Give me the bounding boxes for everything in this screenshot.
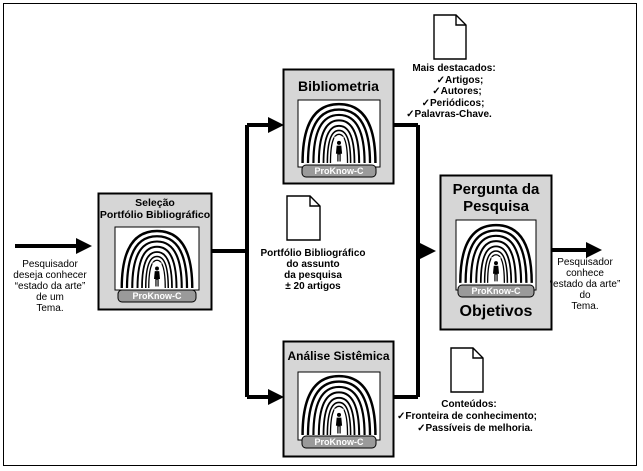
destacados-item: ✓Artigos; — [436, 74, 484, 86]
start-line: Tema. — [36, 303, 64, 314]
proknow-label-analise: ProKnow-C — [314, 437, 364, 447]
bibliometria-title: Bibliometria — [298, 78, 379, 94]
end-line: “estado da arte” — [549, 279, 621, 290]
pergunta-title-line: Pergunta da — [452, 181, 540, 198]
tunnel-image-bibliometria — [300, 101, 378, 163]
proknow-badge-bibliometria — [301, 164, 377, 178]
box-bibliometria — [282, 68, 395, 185]
box-pergunta — [439, 174, 553, 331]
pergunta-title-line: Pesquisa — [463, 198, 529, 215]
conteudos-heading: Conteúdos: — [441, 399, 497, 410]
document-icon-conteudos — [450, 347, 484, 393]
connector-lines — [15, 117, 602, 405]
end-line: Pesquisador — [557, 257, 613, 268]
conteudos-list: Conteúdos: ✓Fronteira de conhecimento; ✓… — [394, 399, 544, 435]
end-description: Pesquisador conhece “estado da arte” do … — [543, 257, 627, 312]
pergunta-footer: Objetivos — [459, 303, 533, 320]
proknow-label-pergunta: ProKnow-C — [471, 286, 521, 296]
start-description: Pesquisador deseja conhecer “estado da a… — [10, 259, 90, 314]
proknow-badge-analise — [301, 435, 377, 449]
destacados-list: Mais destacados: ✓Artigos; ✓Autores; ✓Pe… — [392, 63, 516, 121]
analise-title: Análise Sistêmica — [287, 349, 390, 363]
selecao-title: Seleção Portfólio Bibliográfico — [98, 197, 212, 221]
proknow-badge-pergunta — [457, 284, 535, 298]
portfolio-line: Portfólio Bibliográfico — [260, 248, 366, 259]
diagram-frame — [3, 3, 637, 466]
proknow-label-bibliometria: ProKnow-C — [314, 166, 364, 176]
portfolio-description: Portfólio Bibliográfico do assunto da pe… — [249, 248, 377, 292]
destacados-item: ✓Periódicos; — [421, 97, 485, 109]
end-line: Tema. — [571, 301, 599, 312]
selecao-title-line: Portfólio Bibliográfico — [99, 209, 211, 221]
portfolio-line: ± 20 artigos — [285, 281, 341, 292]
pergunta-title: Pergunta da Pesquisa — [440, 181, 552, 215]
portfolio-line: da pesquisa — [284, 270, 342, 281]
tunnel-image-analise — [300, 373, 378, 435]
start-line: deseja conhecer — [13, 270, 87, 281]
start-line: Pesquisador — [22, 259, 78, 270]
tunnel-image-selecao — [118, 228, 196, 288]
start-line: “estado da arte” — [14, 281, 86, 292]
end-line: do — [579, 290, 591, 301]
start-line: de um — [36, 292, 64, 303]
selecao-title-line: Seleção — [135, 197, 175, 209]
destacados-heading: Mais destacados: — [412, 63, 496, 74]
conteudos-item: ✓Passíveis de melhoria. — [417, 423, 533, 434]
destacados-item: ✓Palavras-Chave. — [406, 109, 492, 120]
end-line: conhece — [566, 268, 604, 279]
box-selecao — [97, 192, 213, 311]
proknow-badge-selecao — [117, 289, 197, 303]
proknow-label-selecao: ProKnow-C — [132, 291, 182, 301]
tunnel-image-pergunta — [458, 221, 534, 284]
conteudos-item: ✓Fronteira de conhecimento; — [396, 411, 538, 422]
portfolio-line: do assunto — [286, 259, 340, 270]
destacados-item: ✓Autores; — [432, 86, 482, 97]
box-analise — [282, 340, 395, 458]
document-icon-portfolio — [286, 195, 321, 241]
document-icon-destacados — [433, 14, 467, 60]
